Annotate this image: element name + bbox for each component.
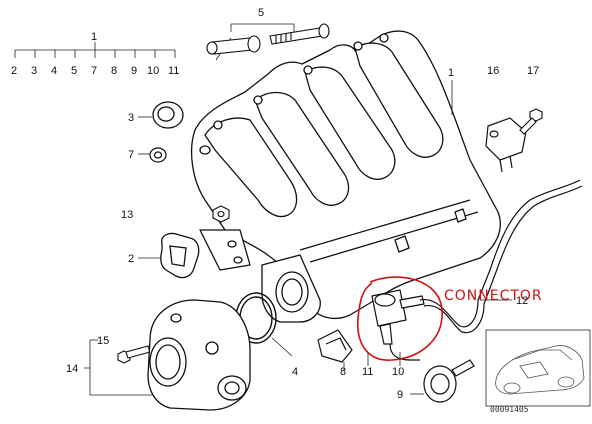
callout-15: 15 bbox=[97, 335, 109, 347]
sleeve-nut bbox=[206, 35, 261, 55]
callout-row-9: 9 bbox=[131, 65, 137, 77]
callout-9: 9 bbox=[397, 389, 403, 401]
callout-3: 3 bbox=[128, 112, 134, 124]
callout-row-4: 4 bbox=[51, 65, 57, 77]
callout-4: 4 bbox=[292, 366, 298, 378]
callout-11: 11 bbox=[362, 366, 373, 378]
callout-row-8: 8 bbox=[111, 65, 117, 77]
callout-17: 17 bbox=[527, 65, 539, 77]
sensor-bolt bbox=[519, 108, 543, 135]
throttle-body bbox=[147, 299, 251, 411]
pressure-sensor bbox=[485, 117, 527, 173]
grommet-ring bbox=[152, 101, 184, 129]
callout-8: 8 bbox=[340, 366, 346, 378]
callout-10: 10 bbox=[392, 366, 404, 378]
callout-16: 16 bbox=[487, 65, 499, 77]
callout-14: 14 bbox=[66, 363, 78, 375]
callout-12: 12 bbox=[516, 295, 528, 307]
callout-row-7: 7 bbox=[91, 65, 97, 77]
part-number-label: 00091405 bbox=[490, 405, 529, 414]
callout-1-top: 1 bbox=[91, 31, 97, 43]
callout-tree-1 bbox=[14, 42, 176, 58]
vacuum-hose bbox=[389, 179, 583, 361]
callout-row-2: 2 bbox=[11, 65, 17, 77]
connector-annotation: CONNECTOR bbox=[444, 288, 543, 304]
solenoid-valve bbox=[371, 289, 425, 345]
gasket bbox=[160, 232, 200, 279]
callout-row-11: 11 bbox=[168, 65, 179, 77]
callout-row-10: 10 bbox=[147, 65, 159, 77]
vehicle-inset: 00091405 bbox=[485, 329, 591, 414]
callout-row-3: 3 bbox=[31, 65, 37, 77]
callout-2: 2 bbox=[128, 253, 134, 265]
callout-7: 7 bbox=[128, 149, 134, 161]
vacuum-reservoir bbox=[423, 359, 475, 403]
throttle-bolt bbox=[117, 345, 151, 364]
small-nut bbox=[149, 147, 167, 163]
hose-clip bbox=[317, 329, 353, 363]
callout-13: 13 bbox=[121, 209, 133, 221]
callout-5: 5 bbox=[258, 7, 264, 19]
stud-bolt bbox=[269, 23, 330, 45]
intake-manifold bbox=[190, 30, 501, 323]
manifold-nut bbox=[212, 205, 230, 223]
callout-row-5: 5 bbox=[71, 65, 77, 77]
callout-1-manifold: 1 bbox=[448, 67, 454, 79]
leader-4 bbox=[271, 337, 293, 357]
